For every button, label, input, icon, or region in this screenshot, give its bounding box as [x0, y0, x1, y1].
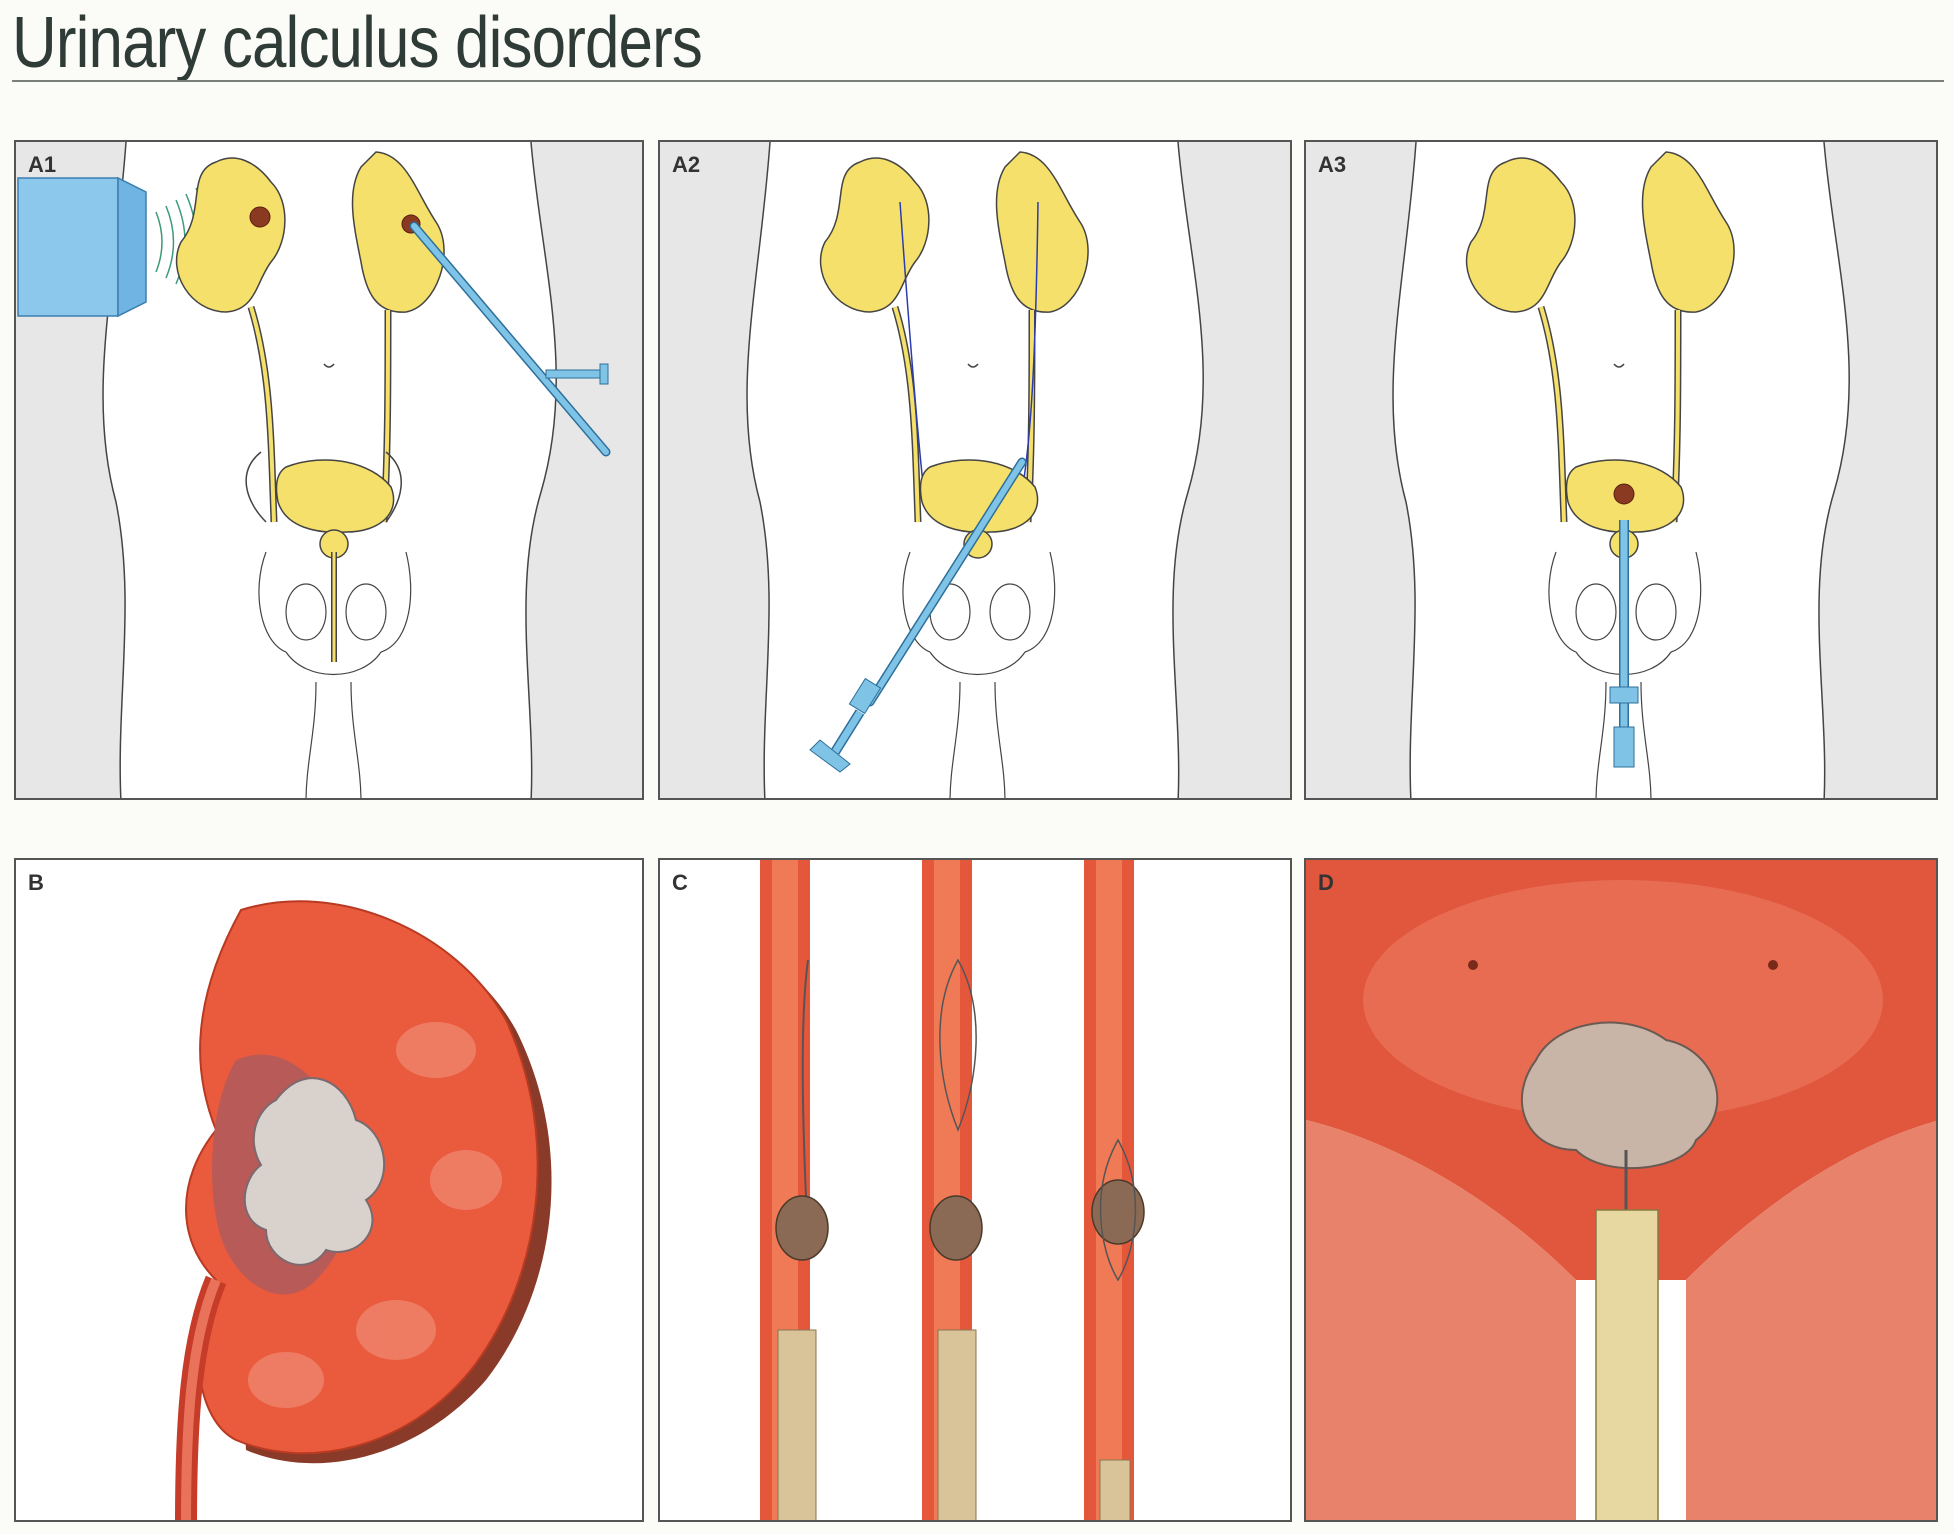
left-kidney [1641, 151, 1735, 313]
ureteroscope [809, 457, 1027, 773]
right-flank-shade [525, 142, 642, 798]
bladder [275, 459, 395, 534]
cystoscope-shaft [1595, 1209, 1659, 1520]
right-kidney [175, 157, 286, 313]
panel-b: B [14, 858, 644, 1522]
b-illustration [175, 900, 552, 1520]
panel-label-d: D [1318, 870, 1334, 895]
page-title: Urinary calculus disorders [12, 3, 703, 83]
panel-c: C [658, 858, 1292, 1522]
a3-illustration [1306, 142, 1936, 798]
bladder-stone-d [1520, 1021, 1719, 1170]
bladder-stone [1613, 483, 1635, 505]
d-illustration [1306, 860, 1936, 1520]
ureter-probe-3 [1084, 860, 1145, 1520]
panel-label-b: B [28, 870, 44, 895]
a2-illustration [660, 142, 1290, 798]
left-kidney [995, 151, 1089, 313]
panel-label-a2: A2 [672, 152, 701, 177]
panel-a1: A1 [14, 140, 644, 800]
a1-illustration [16, 142, 642, 798]
percutaneous-nephroscope [409, 221, 611, 457]
right-kidney [1465, 157, 1576, 313]
staghorn-calculus [243, 1077, 385, 1266]
bladder-wall [1306, 1120, 1576, 1520]
ureteral-orifice-left [1468, 960, 1478, 970]
right-kidney [819, 157, 930, 313]
ureter-probe-2 [922, 860, 983, 1520]
left-kidney [351, 151, 445, 313]
c-illustration [760, 860, 1145, 1520]
dormia-basket [939, 958, 977, 1133]
panel-a3: A3 [1304, 140, 1938, 800]
title-divider [12, 80, 1944, 82]
ureteral-orifice-right [1768, 960, 1778, 970]
panel-a2: A2 [658, 140, 1292, 800]
navel [323, 363, 335, 368]
shockwave-generator [17, 177, 119, 317]
panel-d: D [1304, 858, 1938, 1522]
ureter-probe-1 [760, 860, 829, 1520]
panel-label-a3: A3 [1318, 152, 1347, 177]
panel-label-a1: A1 [28, 152, 57, 177]
kidney-stone-right [249, 206, 271, 228]
cystoscope [1609, 520, 1639, 768]
panel-label-c: C [672, 870, 688, 895]
